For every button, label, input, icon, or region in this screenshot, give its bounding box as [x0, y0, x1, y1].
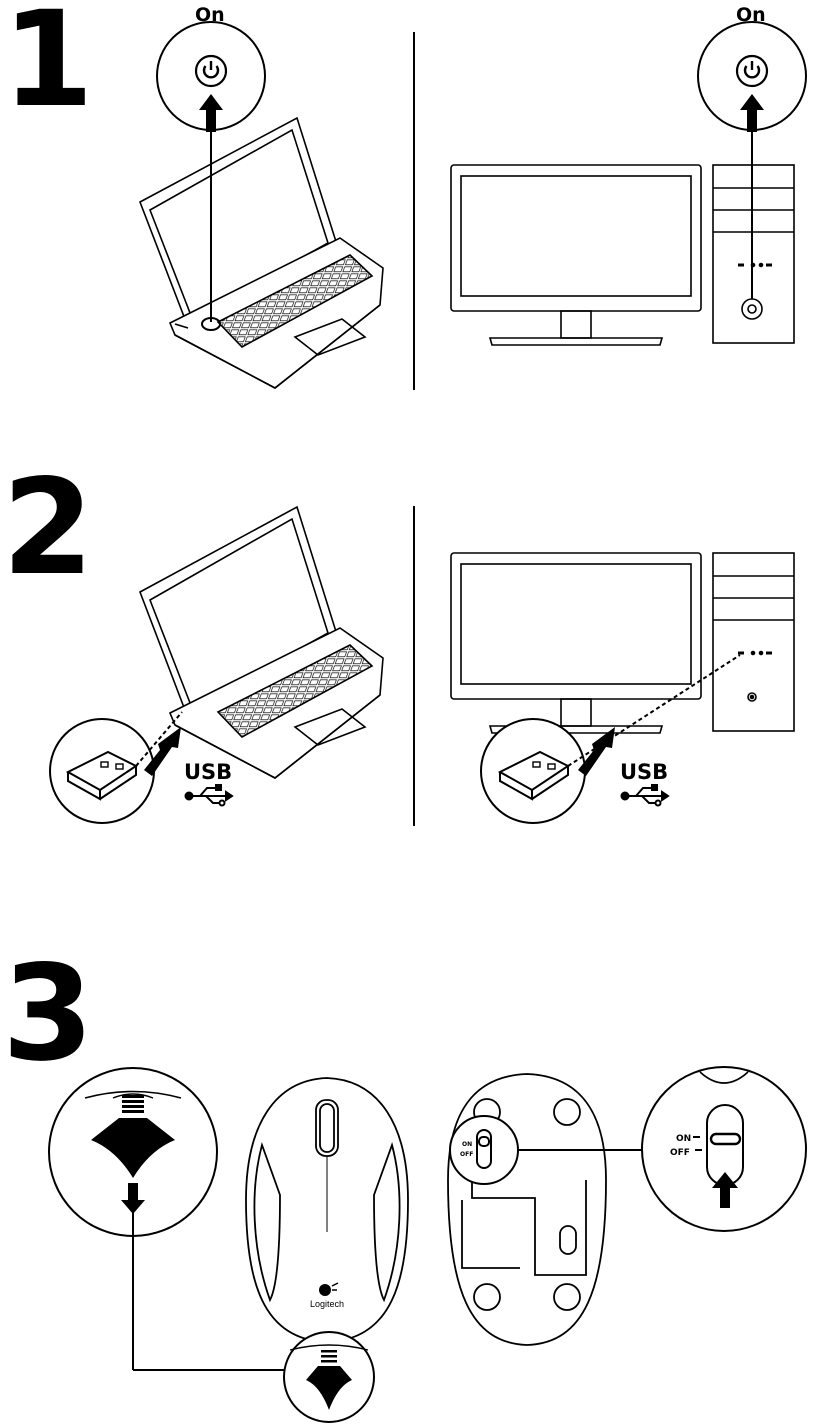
mouse-bottom-view: [448, 1074, 606, 1345]
laptop-receiver-callout: [50, 712, 182, 823]
logitech-logo-text: Logitech: [310, 1299, 344, 1309]
switch-off-small-label: OFF: [460, 1151, 473, 1158]
switch-on-large-label: ON: [676, 1134, 691, 1144]
desktop-illustration-step2: [451, 553, 794, 733]
laptop-illustration-step1: [140, 118, 383, 388]
desktop-illustration-step1: [451, 165, 794, 345]
switch-on-small-label: ON: [462, 1141, 472, 1148]
usb-icon: [186, 785, 233, 806]
usb-icon: [622, 785, 669, 806]
arrow-insert-icon: [578, 727, 615, 776]
switch-off-large-label: OFF: [670, 1148, 690, 1158]
